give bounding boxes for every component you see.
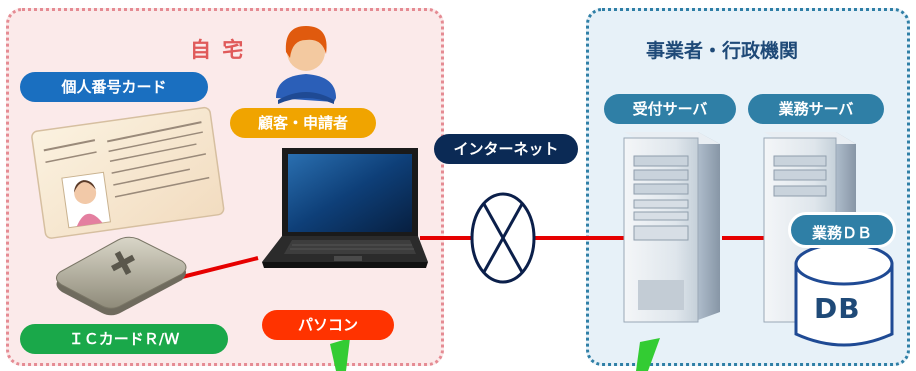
db-text: DB: [814, 292, 861, 325]
business-server-label: 業務サーバ: [748, 94, 884, 124]
database-icon: [794, 242, 894, 347]
home-title: 自 宅: [190, 38, 246, 62]
internet-icon: [470, 192, 536, 284]
card-reader-icon: [56, 236, 187, 316]
business-title: 事業者・行政機関: [646, 40, 799, 62]
reception-server-label: 受付サーバ: [604, 94, 736, 124]
my-number-card-icon: [31, 106, 225, 239]
laptop-icon: [262, 148, 428, 268]
customer-label: 顧客・申請者: [230, 108, 376, 138]
callout-tails: [330, 338, 660, 371]
card-reader-label: ＩＣカードＲ/Ｗ: [20, 324, 228, 354]
db-label: 業務ＤＢ: [788, 212, 896, 248]
reception-server-icon: [623, 132, 720, 323]
connection-lines: [177, 236, 768, 280]
network-label: インターネット: [434, 134, 578, 164]
pc-label: パソコン: [262, 310, 394, 340]
customer-person-icon: [276, 26, 336, 104]
my-number-card-label: 個人番号カード: [20, 72, 208, 102]
